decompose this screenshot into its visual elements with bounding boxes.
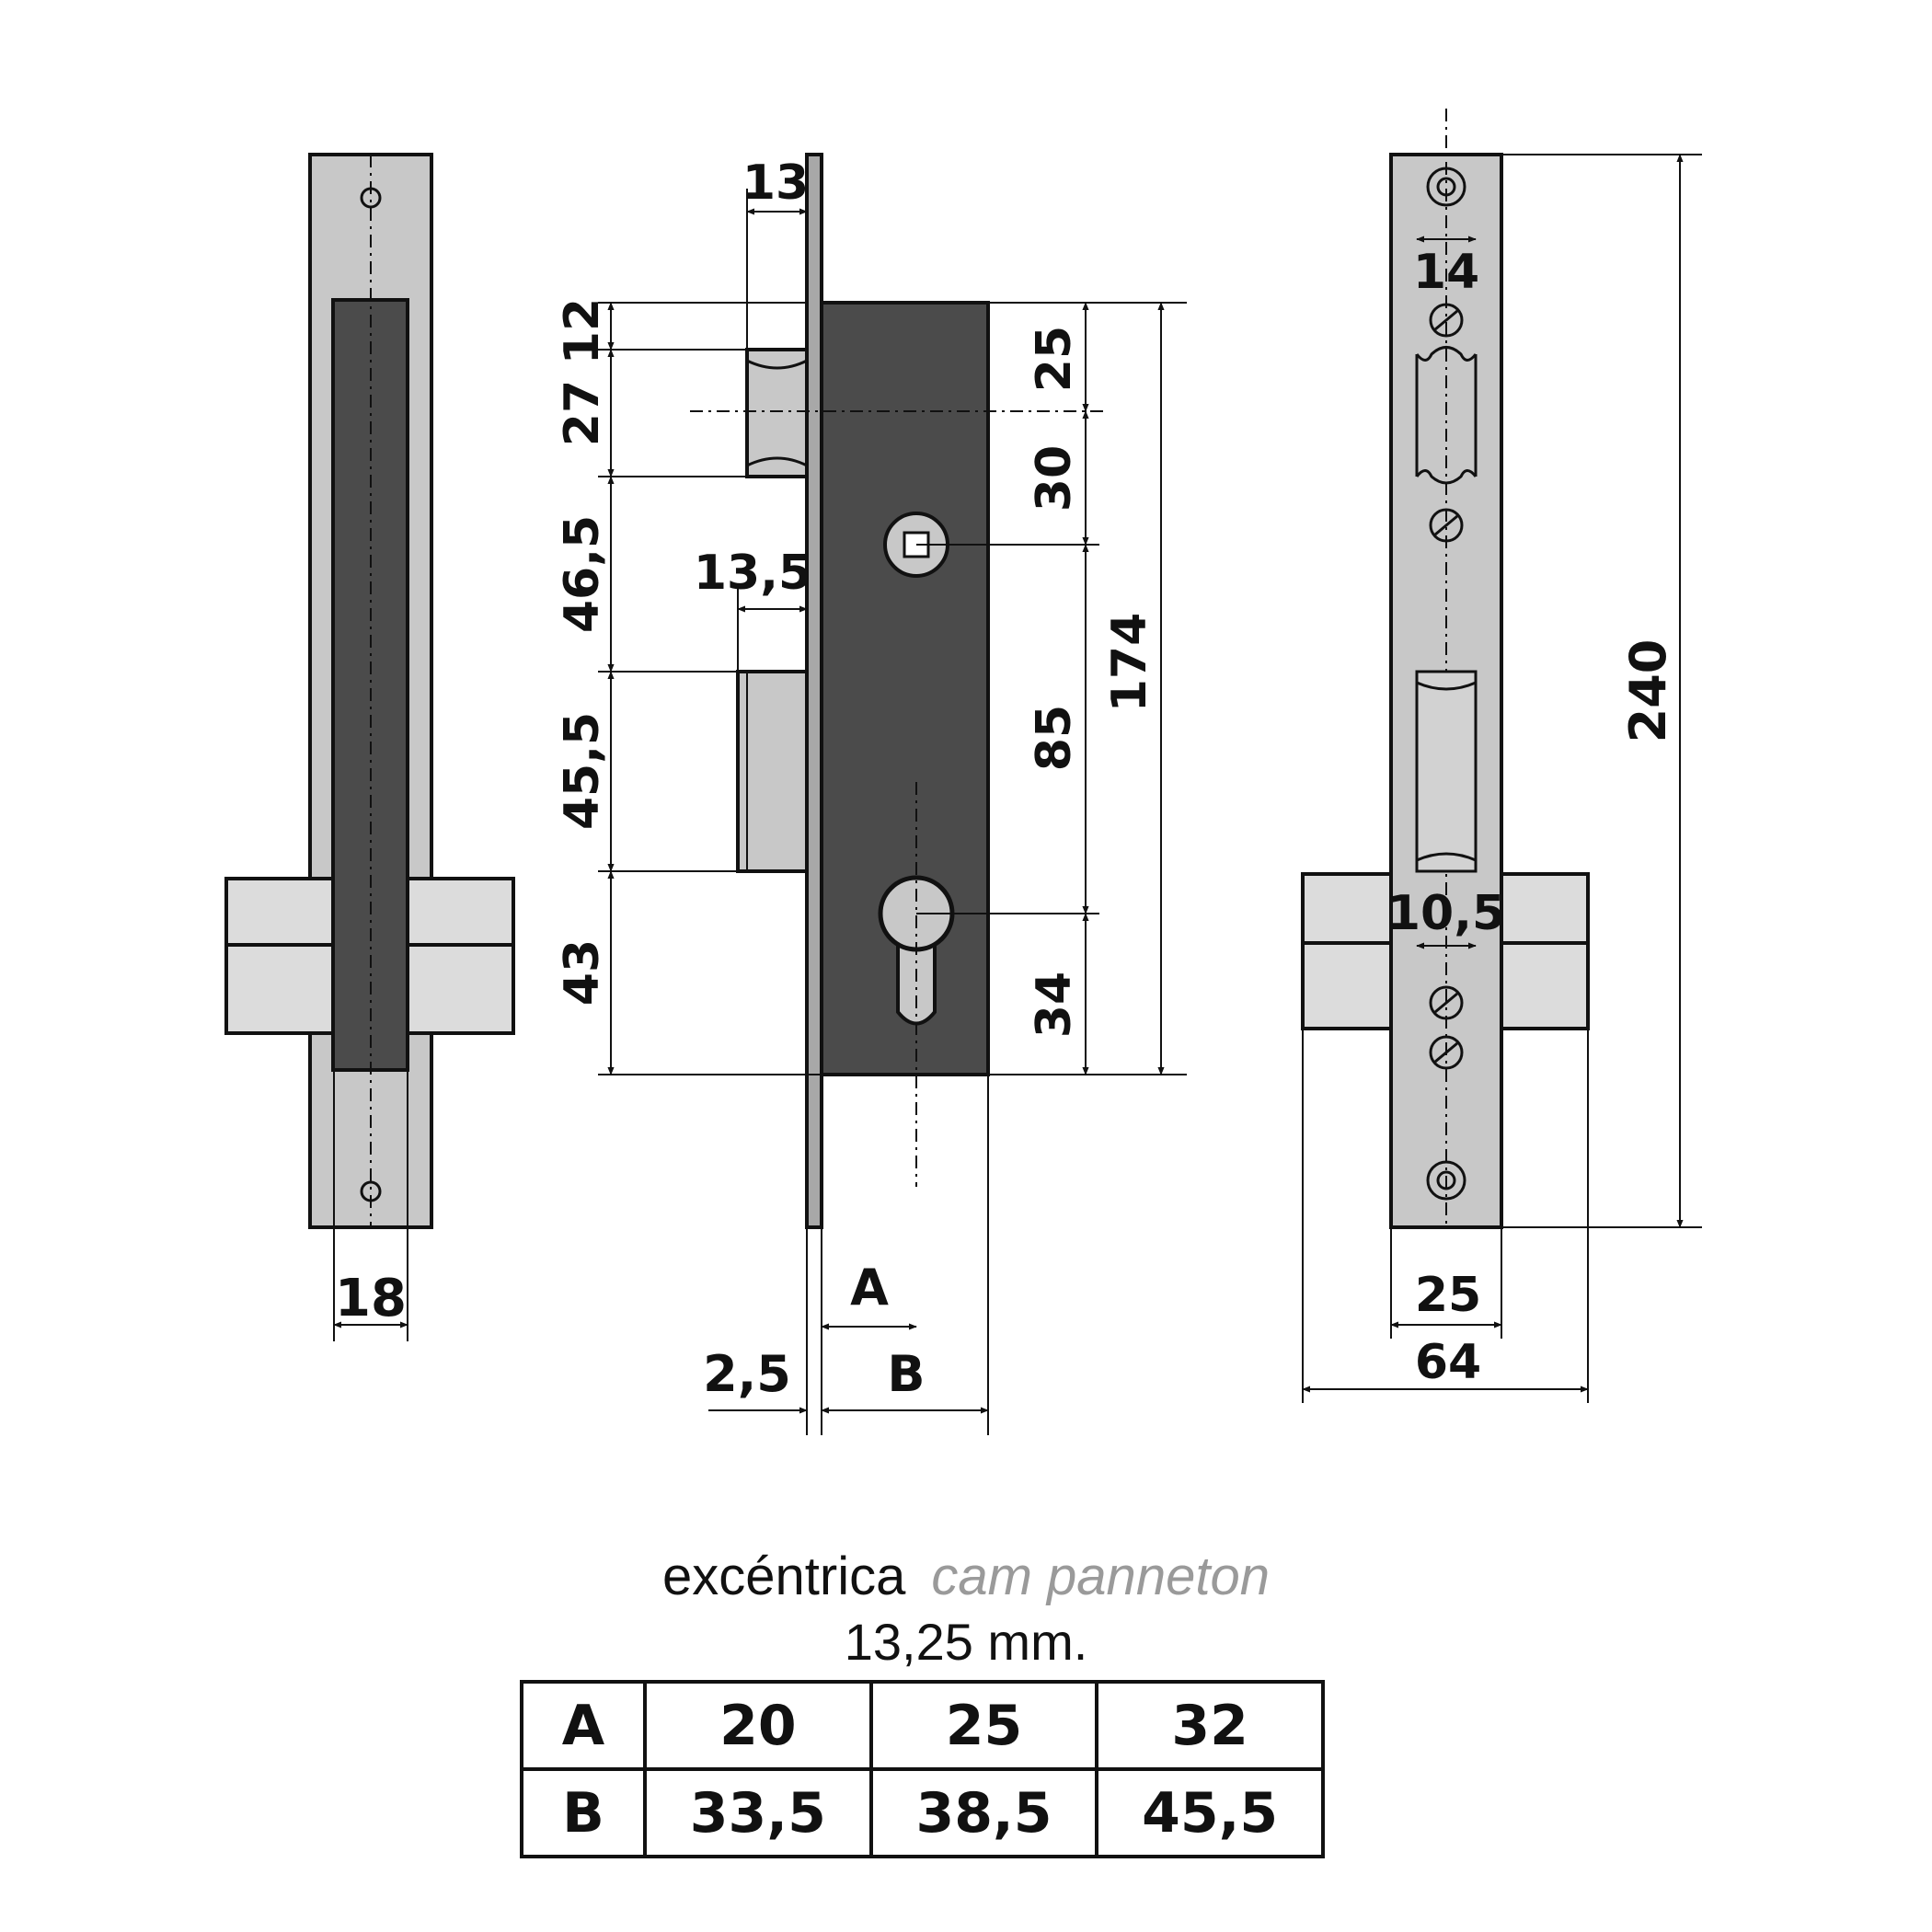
right-mount-hole-top	[1426, 167, 1466, 207]
row-header-a: A	[520, 1680, 647, 1771]
table-row: A 20 25 32	[520, 1680, 1325, 1771]
dim-faceplate-25: 25	[1415, 1268, 1481, 1323]
dim-right-34: 34	[1027, 972, 1082, 1038]
dim-left-27: 27	[555, 380, 610, 446]
table-cell: 33,5	[643, 1767, 873, 1858]
table-row: B 33,5 38,5 45,5	[520, 1767, 1325, 1858]
dim-total-240: 240	[1619, 639, 1677, 743]
screw-icon	[1429, 508, 1464, 543]
front-view: 12 27 46,5 45,5 43 13 13,5 25 30 85 34 1…	[555, 153, 1187, 1435]
dim-right-25: 25	[1027, 326, 1082, 392]
latch-bolt	[745, 348, 809, 478]
dim-overall-64: 64	[1415, 1335, 1481, 1390]
cam-value: 13,25 mm.	[844, 1613, 1088, 1671]
dim-upper-14: 14	[1413, 245, 1479, 300]
dead-bolt	[736, 670, 809, 873]
dim-left-12: 12	[555, 298, 610, 364]
dim-faceplate-2-5: 2,5	[703, 1345, 791, 1403]
cam-label-es: excéntrica	[662, 1547, 906, 1606]
table-cell: 25	[868, 1680, 1099, 1771]
dim-left-43: 43	[555, 939, 610, 1006]
dim-right-85: 85	[1027, 705, 1082, 771]
table-cell: 20	[643, 1680, 873, 1771]
screw-icon	[1429, 1035, 1464, 1070]
left-screw-hole-bottom	[360, 1180, 382, 1202]
left-screw-hole-top	[360, 187, 382, 209]
dim-right-30: 30	[1027, 445, 1082, 512]
dim-backset-a: A	[850, 1259, 889, 1317]
dim-width-18: 18	[335, 1269, 407, 1328]
dim-top-13: 13	[742, 155, 809, 211]
screw-icon	[1429, 985, 1464, 1020]
front-faceplate	[805, 153, 823, 1229]
dim-lower-10-5: 10,5	[1387, 886, 1505, 941]
deadbolt-opening	[1415, 670, 1478, 873]
left-side-view: 18	[224, 153, 515, 1341]
cam-legend: excéntrica cam panneton	[0, 1546, 1932, 1607]
backset-table: A 20 25 32 B 33,5 38,5 45,5	[520, 1680, 1325, 1858]
dim-backset-b: B	[887, 1345, 925, 1403]
dim-left-46-5: 46,5	[555, 515, 610, 633]
cam-label-en: cam panneton	[931, 1547, 1270, 1606]
table-cell: 45,5	[1095, 1767, 1325, 1858]
dim-mid-13-5: 13,5	[694, 546, 811, 601]
table-cell: 38,5	[868, 1767, 1099, 1858]
dim-total-174: 174	[1102, 613, 1157, 713]
row-header-b: B	[520, 1767, 647, 1858]
screw-icon	[1429, 303, 1464, 338]
right-mount-hole-bottom	[1426, 1160, 1466, 1201]
latch-opening	[1415, 346, 1478, 485]
right-front-view: 14 10,5 25 64 240	[1301, 109, 1702, 1403]
table-cell: 32	[1095, 1680, 1325, 1771]
dim-left-45-5: 45,5	[555, 712, 610, 830]
